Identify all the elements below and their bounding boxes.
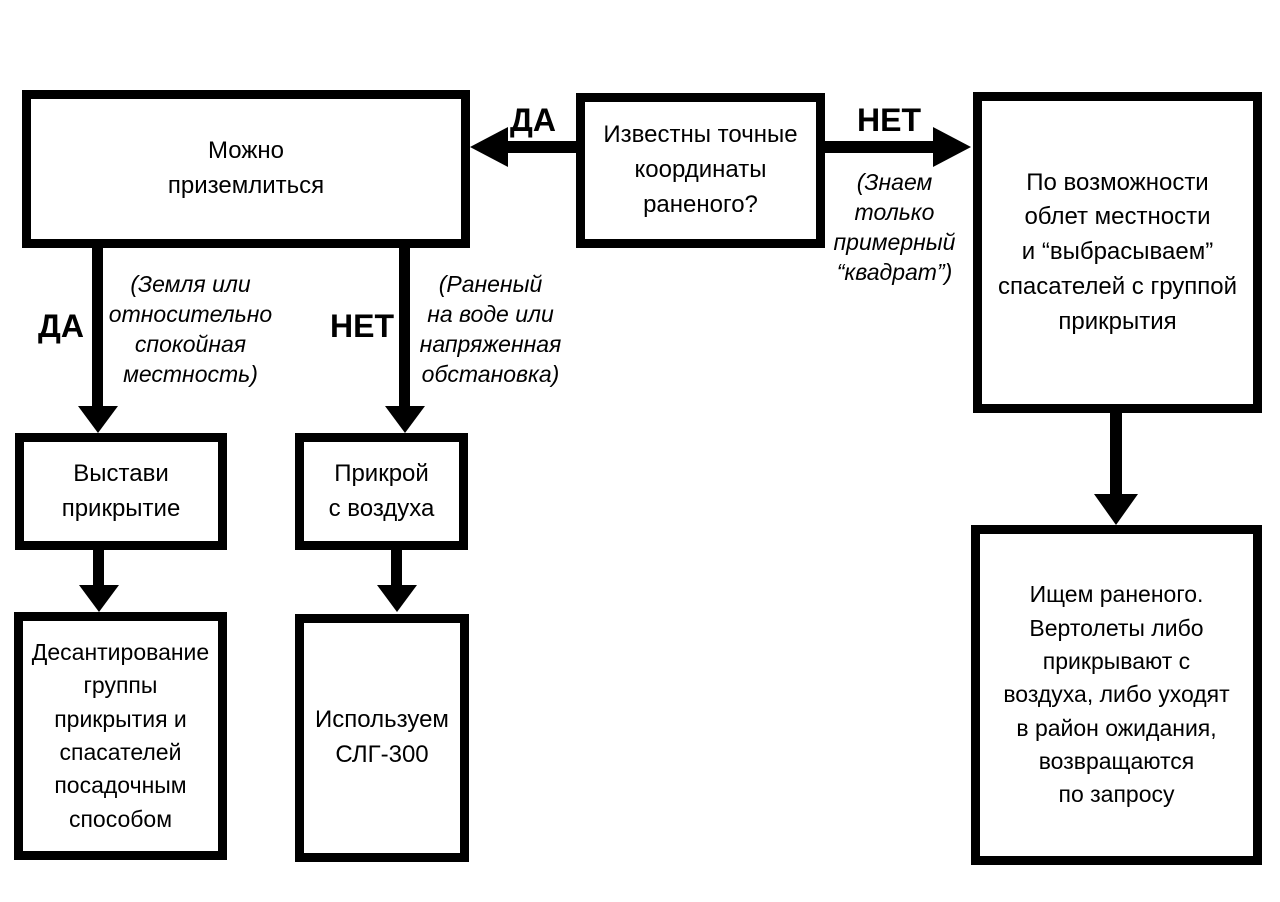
note-approx-square: (Знаем только примерный “квадрат”) — [833, 169, 956, 285]
node-use-slg-300: Используем СЛГ-300 — [295, 614, 469, 862]
note-ground-conditions: (Земля или относительно спокойная местно… — [108, 271, 273, 387]
arrow-flyover-search-line — [1110, 411, 1122, 495]
arrowhead-down-icon — [377, 585, 417, 612]
label-yes-top: ДА — [510, 102, 556, 138]
arrow-yes-down-line — [92, 246, 103, 407]
node-can-land: Можно приземлиться — [22, 90, 470, 248]
arrow-yes-left-line — [504, 141, 578, 153]
label-no-top: НЕТ — [857, 102, 921, 138]
arrow-no-right-line — [823, 141, 937, 153]
arrowhead-right-icon — [933, 127, 971, 167]
node-set-cover: Выстави прикрытие — [15, 433, 227, 550]
arrowhead-down-icon — [78, 406, 118, 433]
node-air-cover: Прикрой с воздуха — [295, 433, 468, 550]
arrow-setcover-landing-line — [93, 548, 104, 586]
arrow-aircover-slg-line — [391, 548, 402, 586]
node-known-coords: Известны точные координаты раненого? — [576, 93, 825, 248]
arrow-no-down-line — [399, 246, 410, 407]
arrowhead-down-icon — [1094, 494, 1138, 525]
node-landing-deploy: Десантирование группы прикрытия и спасат… — [14, 612, 227, 860]
arrowhead-down-icon — [79, 585, 119, 612]
label-no-mid: НЕТ — [330, 308, 394, 344]
node-search-wounded: Ищем раненого. Вертолеты либо прикрывают… — [971, 525, 1262, 865]
arrowhead-left-icon — [470, 127, 508, 167]
note-water-or-tension: (Раненый на воде или напряженная обстано… — [419, 271, 562, 387]
arrowhead-down-icon — [385, 406, 425, 433]
label-yes-left: ДА — [38, 308, 84, 344]
node-flyover-drop-rescuers: По возможности облет местности и “выбрас… — [973, 92, 1262, 413]
